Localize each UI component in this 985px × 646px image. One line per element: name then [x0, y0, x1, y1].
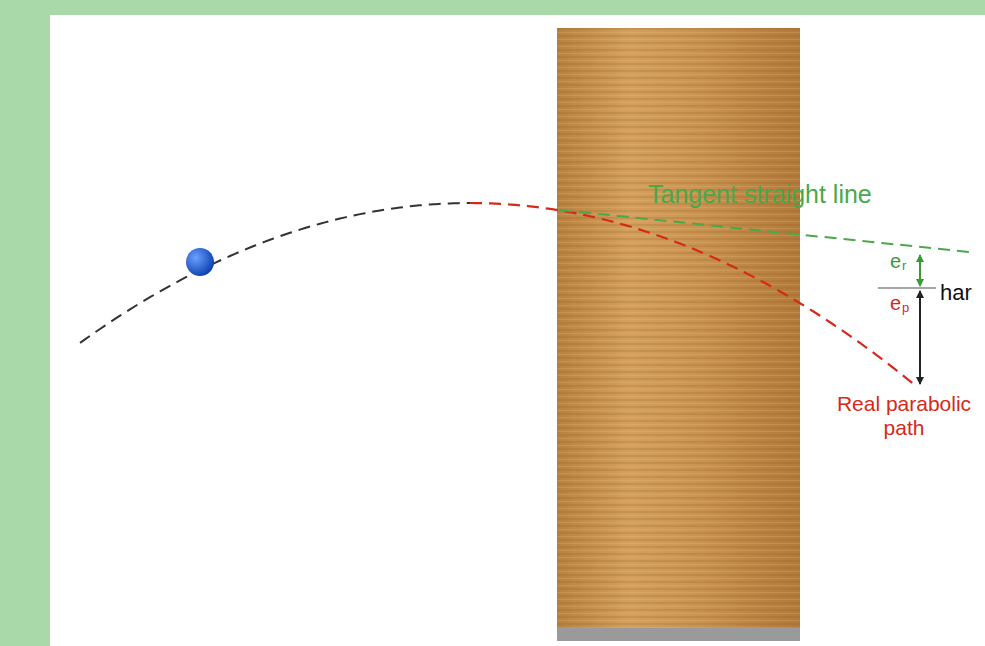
- tick-line: [878, 287, 936, 289]
- trajectory-before: [80, 203, 475, 343]
- white-panel: [50, 15, 985, 646]
- error-subscript: p: [902, 301, 909, 316]
- ep-arrow: [919, 291, 921, 384]
- tangent-line: [560, 210, 970, 252]
- tangent-label: Tangent straight line: [648, 180, 872, 209]
- wood-block: [557, 28, 800, 641]
- path-label: Real parabolic path: [828, 392, 980, 440]
- error-subscript: r: [902, 259, 906, 274]
- error-symbol: e: [890, 292, 901, 315]
- parabolic-path: [470, 203, 915, 385]
- ball: [186, 248, 214, 276]
- er-arrow: [919, 255, 921, 286]
- error-symbol: e: [890, 250, 901, 273]
- truncated-label: har: [940, 280, 972, 305]
